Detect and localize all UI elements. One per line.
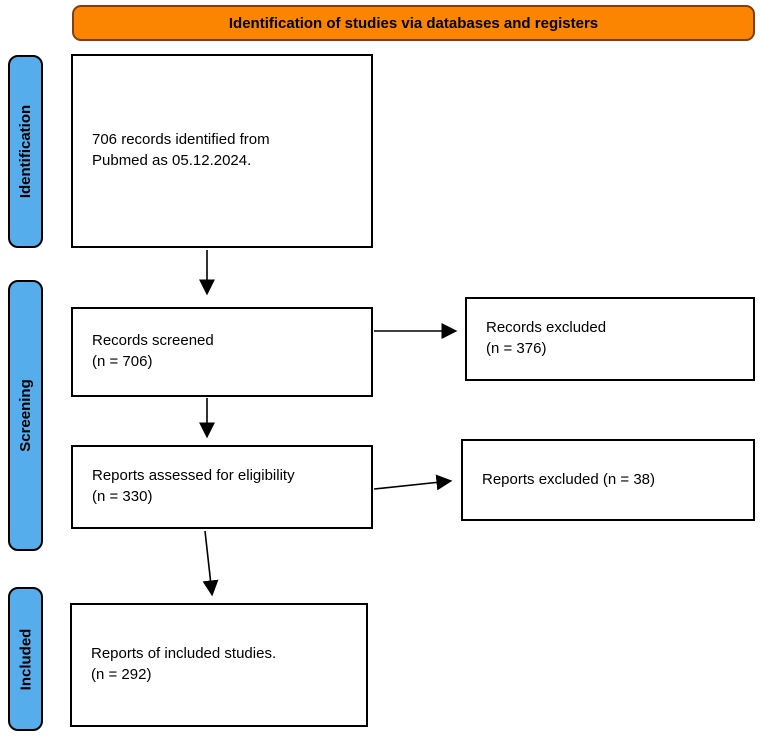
box-records-identified: 706 records identified from Pubmed as 05…	[71, 54, 373, 248]
box-records-excluded-line1: Records excluded	[486, 319, 607, 337]
arrow-assessed-to-reports-excluded	[373, 474, 453, 491]
box-reports-included-line1: Reports of included studies.	[91, 645, 277, 663]
diagram-title-banner: Identification of studies via databases …	[72, 5, 755, 41]
box-records-screened-line1: Records screened	[92, 332, 214, 350]
box-reports-assessed-line2: (n = 330)	[92, 488, 153, 505]
stage-bar-included: Included	[8, 587, 43, 731]
box-reports-assessed-line1: Reports assessed for eligibility	[92, 467, 295, 485]
box-reports-excluded-line1: Reports excluded (n = 38)	[482, 470, 656, 488]
box-reports-included-line2: (n = 292)	[91, 666, 152, 683]
box-reports-excluded: Reports excluded (n = 38)	[461, 439, 755, 521]
box-records-excluded-line2: (n = 376)	[486, 340, 547, 357]
stage-label-identification: Identification	[17, 104, 34, 199]
box-records-identified-line2: Pubmed as 05.12.2024.	[92, 152, 252, 169]
diagram-title: Identification of studies via databases …	[228, 14, 599, 32]
box-reports-assessed: Reports assessed for eligibility (n = 33…	[71, 445, 373, 529]
box-records-excluded: Records excluded (n = 376)	[465, 297, 755, 381]
box-records-screened-line2: (n = 706)	[92, 353, 153, 370]
stage-bar-screening: Screening	[8, 280, 43, 551]
stage-label-included: Included	[17, 628, 35, 690]
box-reports-included: Reports of included studies. (n = 292)	[70, 603, 368, 727]
box-records-identified-line1: 706 records identified from	[92, 131, 270, 149]
stage-bar-identification: Identification	[8, 55, 43, 248]
stage-label-screening: Screening	[17, 379, 34, 452]
arrow-assessed-to-included	[202, 530, 219, 597]
box-records-screened: Records screened (n = 706)	[71, 307, 373, 397]
